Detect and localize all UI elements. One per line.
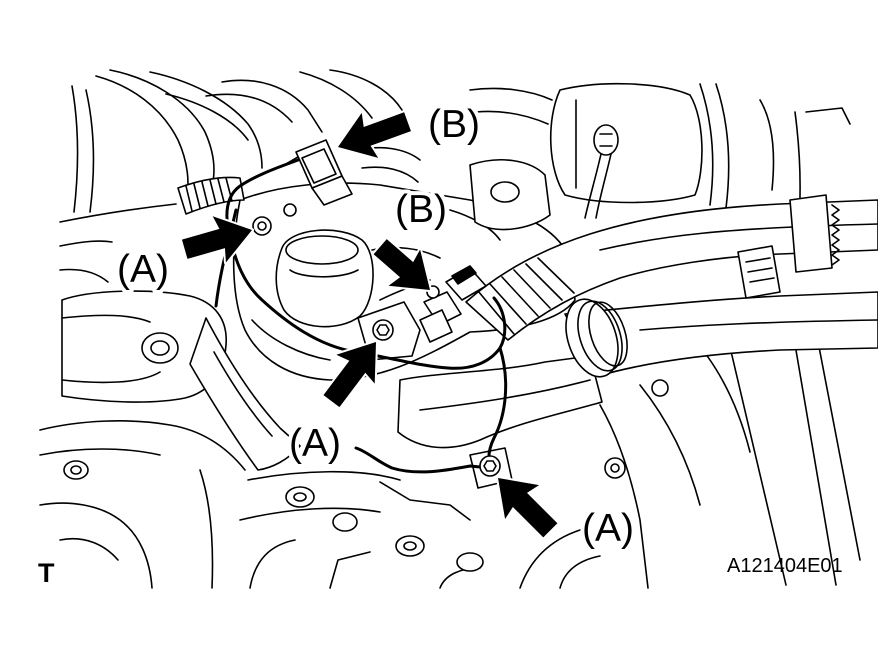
callout-labels: (B) (B) (A) (A) (A) — [113, 99, 638, 554]
bolt-a-left-icon — [252, 216, 272, 236]
actuator-connector-icon — [593, 124, 619, 156]
callout-label-b-middle: (B) — [395, 188, 447, 231]
corrugated-tube — [177, 176, 245, 215]
arrow-icon-a-right — [496, 476, 560, 540]
callout-label-a-right: (A) — [582, 507, 634, 550]
lower-connector-pipe — [397, 355, 603, 449]
arrow-icon-b-middle — [371, 237, 432, 292]
engine-line-art — [39, 69, 878, 589]
reservoir-cap — [275, 203, 374, 328]
small-bolt-icon — [283, 203, 297, 217]
arrow-icon-b-upper — [336, 110, 413, 160]
arrow-icon-a-center — [321, 340, 378, 410]
left-descending-pipe — [189, 317, 301, 471]
actuator-housing — [549, 82, 703, 219]
lower-air-hose — [564, 291, 878, 377]
bolt-a-center-icon — [372, 319, 394, 341]
figure-id: A121404E01 — [727, 555, 843, 577]
connector-b-upper — [285, 139, 353, 206]
arrow-icon-a-left — [179, 214, 254, 265]
left-flange-housing — [61, 290, 227, 403]
pointer-arrows — [179, 110, 560, 540]
callout-label-a-left: (A) — [117, 248, 169, 291]
throttle-body — [469, 159, 551, 231]
side-bracket — [789, 194, 840, 273]
callout-label-b-upper: (B) — [428, 103, 480, 146]
callout-label-a-center: (A) — [289, 422, 341, 465]
connector-b-lower — [419, 265, 487, 343]
view-marker: T — [38, 558, 55, 588]
bolt-a-right-icon — [479, 455, 501, 477]
side-connector-icon — [737, 245, 781, 299]
background-structure — [39, 69, 861, 589]
ribbed-hose-ring — [565, 298, 628, 378]
